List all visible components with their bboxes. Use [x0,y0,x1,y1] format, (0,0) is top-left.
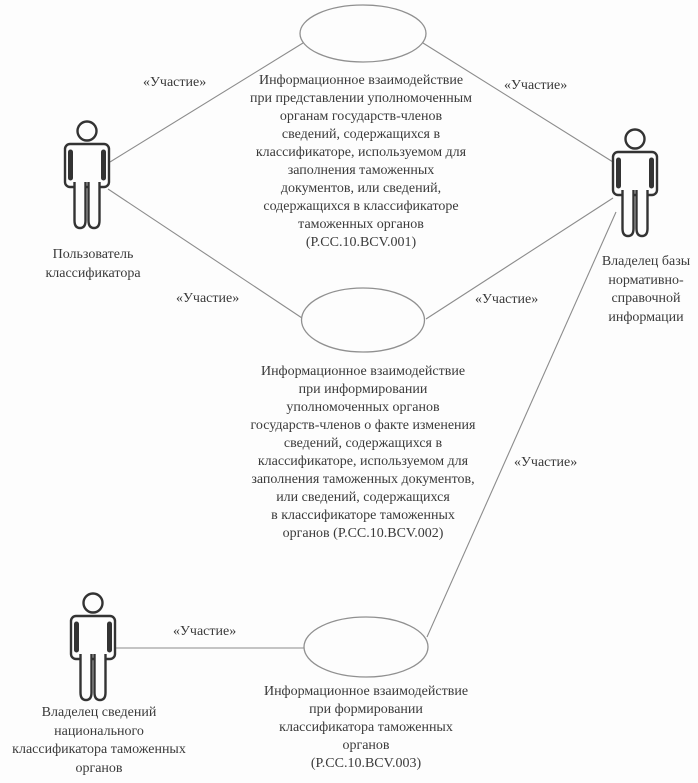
participation-label-user-bcv002: «Участие» [176,291,240,306]
actor-classifier-user-icon [65,122,109,229]
use-case-ellipse-bcv003 [303,616,429,678]
association-lines [107,42,617,649]
association-dbowner-bcv003 [426,211,617,638]
association-user-bcv001 [109,42,304,163]
association-dbowner-bcv001 [422,42,614,163]
actor-label-national-classifier-owner: Владелец сведений национального классифи… [12,705,186,776]
use-case-ellipse-bcv001 [299,4,427,63]
use-case-label-bcv002: Информационное взаимодействие при информ… [250,364,476,541]
use-case-label-bcv003: Информационное взаимодействие при формир… [263,684,469,771]
association-dbowner-bcv002 [425,197,614,320]
participation-label-natowner-bcv003: «Участие» [173,624,237,639]
participation-label-dbowner-bcv001: «Участие» [504,78,568,93]
actor-label-reference-db-owner: Владелец базы нормативно- справочной инф… [601,254,691,325]
use-case-ellipse-bcv002 [300,287,426,353]
actor-reference-db-owner-icon [613,130,657,237]
actor-label-classifier-user: Пользователь классификатора [45,247,141,281]
use-case-label-bcv001: Информационное взаимодействие при предст… [250,73,472,250]
association-user-bcv002 [107,188,303,319]
participation-label-user-bcv001: «Участие» [143,75,207,90]
participation-label-dbowner-bcv002: «Участие» [475,292,539,307]
actor-national-classifier-owner-icon [71,594,115,701]
participation-label-dbowner-bcv003: «Участие» [514,455,578,470]
